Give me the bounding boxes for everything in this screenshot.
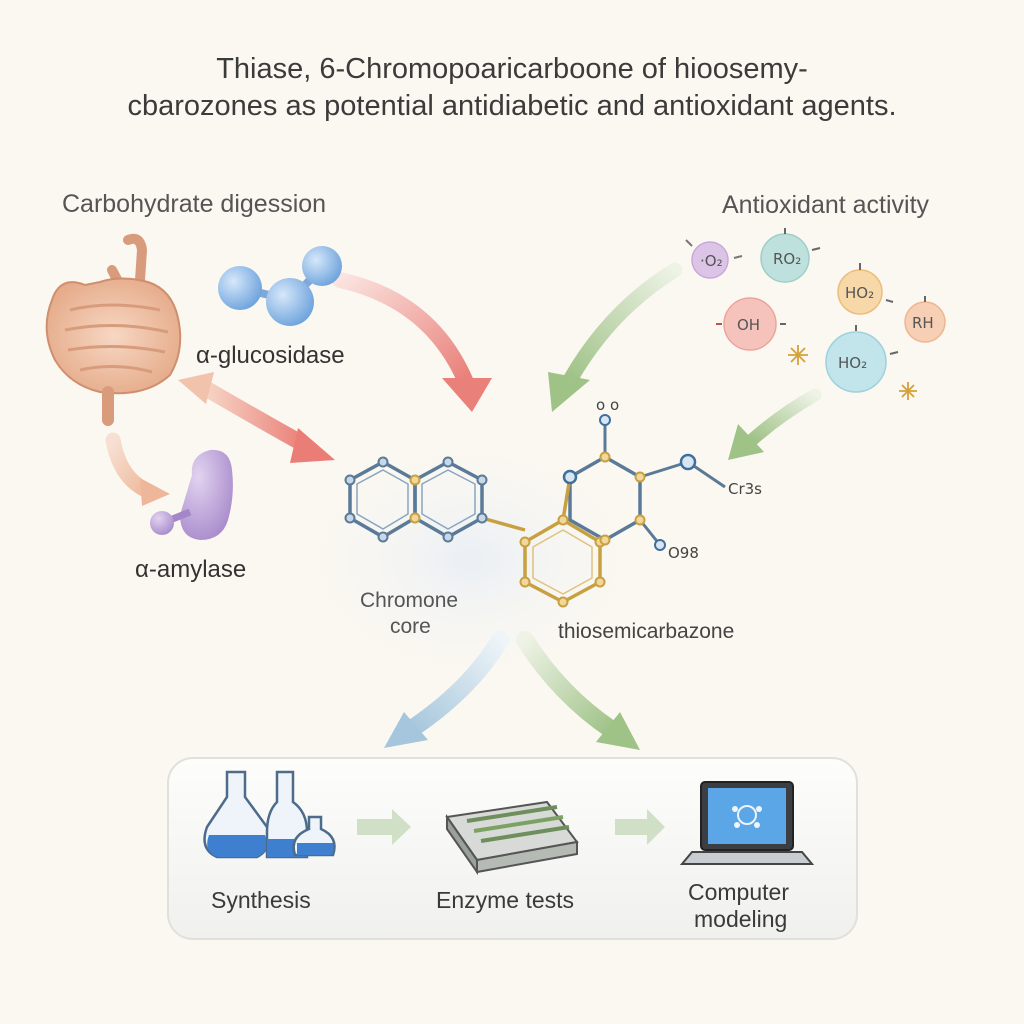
amylase-molecule-icon	[150, 449, 233, 540]
arrow-radicals-to-molecule	[745, 388, 822, 447]
arrow-molecule-to-synthesis	[401, 631, 509, 739]
radical-oh-icon	[716, 297, 786, 351]
enzyme-plate-icon	[445, 800, 579, 876]
atom-label-right: Cr3s	[728, 480, 762, 498]
arrowhead-antioxidant-top	[548, 372, 590, 412]
radical-rh-icon	[904, 296, 946, 343]
radical-label-ro2: RO₂	[773, 250, 801, 268]
laptop-icon	[679, 781, 815, 865]
arrowhead-radicals	[728, 424, 764, 460]
arrowhead-glucosidase	[442, 378, 492, 412]
step-modeling-label: modeling	[694, 906, 788, 932]
arrowhead-organ-left	[178, 372, 214, 404]
molecule-atoms	[344, 414, 697, 608]
arrowhead-organ-right	[290, 428, 335, 463]
step-computer-label: Computer	[688, 879, 789, 905]
radical-label-ho2-top: HO₂	[845, 284, 874, 302]
sparkle-icon	[788, 345, 917, 400]
antioxidant-activity-heading: Antioxidant activity	[722, 191, 930, 219]
workflow-arrow-1	[357, 809, 411, 845]
workflow-icons	[203, 770, 815, 876]
thiosemicarbazone-label: thiosemicarbazone	[558, 620, 735, 643]
carbohydrate-digestion-heading: Carbohydrate digession	[62, 190, 327, 218]
radical-label-ho2-bottom: HO₂	[838, 354, 867, 372]
workflow-arrow-2	[615, 809, 665, 845]
step-synthesis-label: Synthesis	[211, 887, 311, 913]
radical-label-o2: ·O₂	[700, 252, 723, 270]
arrowhead-synthesis	[384, 712, 428, 748]
title-line-2: cbarozones as potential antidiabetic and…	[127, 90, 897, 122]
alpha-glucosidase-label: α-glucosidase	[196, 342, 345, 369]
flask-icon	[203, 770, 336, 859]
radical-ho2-bottom-icon	[825, 325, 899, 393]
radical-label-rh: RH	[912, 314, 934, 332]
arrowhead-amylase	[140, 478, 170, 506]
arrowhead-modeling	[596, 712, 640, 750]
radical-ho2-top-icon	[837, 263, 894, 315]
radical-label-oh: OH	[737, 316, 760, 334]
title-line-1: Thiase, 6-Chromopoaricarboone of hioosem…	[216, 53, 808, 85]
chromone-label: Chromone	[360, 589, 459, 612]
atom-label-bottom: O98	[668, 544, 699, 562]
arrow-organ-to-molecule	[197, 380, 313, 453]
radical-ro2-icon	[760, 228, 821, 283]
atom-label-top: o o	[596, 396, 619, 414]
arrow-molecule-to-modeling	[516, 631, 621, 739]
alpha-amylase-label: α-amylase	[135, 556, 247, 583]
digestive-organ-icon	[45, 233, 182, 426]
arrow-glucosidase-to-molecule	[332, 272, 473, 388]
glucosidase-molecule-icon	[218, 246, 342, 326]
core-label: core	[390, 615, 431, 638]
step-enzyme-tests-label: Enzyme tests	[436, 887, 575, 913]
arrow-antioxidant-to-molecule	[562, 262, 683, 388]
radical-o2-icon	[685, 239, 743, 279]
